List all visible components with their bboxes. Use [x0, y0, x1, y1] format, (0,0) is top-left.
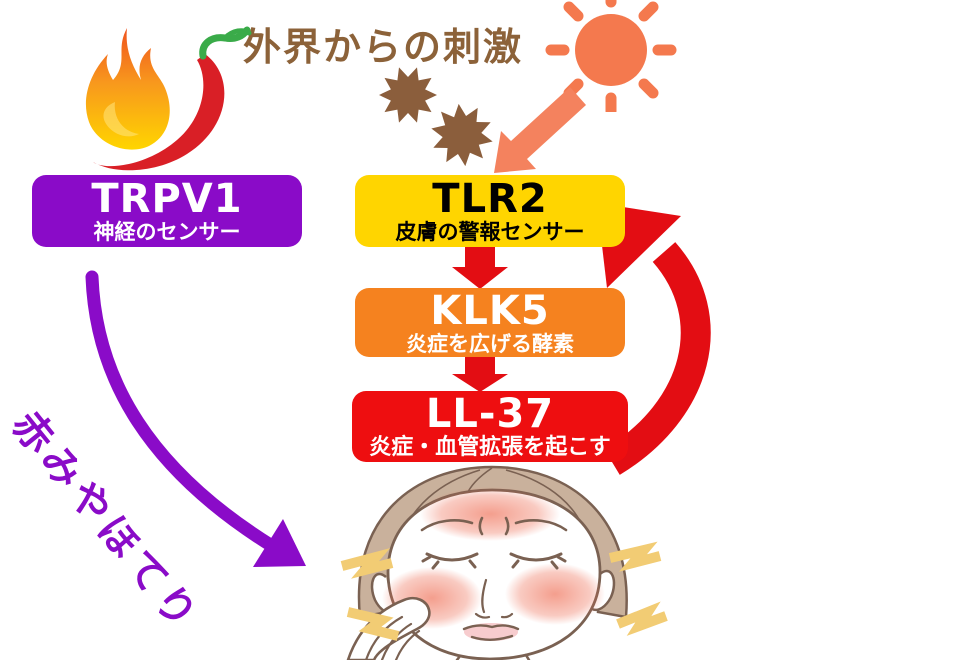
- irritant-burst-icon: [425, 99, 499, 171]
- neck: [455, 653, 531, 660]
- cheek-redness-right: [505, 563, 605, 625]
- page-title: 外界からの刺激: [243, 25, 524, 69]
- box-klk5-desc: 炎症を広げる酵素: [406, 331, 574, 356]
- chili-pepper-flame-icon: [85, 26, 252, 171]
- forehead-redness: [420, 487, 560, 541]
- flushed-face-illustration: [340, 465, 668, 660]
- box-tlr2-name: TLR2: [432, 176, 548, 223]
- box-tlr2-desc: 皮膚の警報センサー: [395, 220, 585, 245]
- box-tlr2: TLR2 皮膚の警報センサー: [355, 175, 625, 247]
- eyebrows: [420, 516, 568, 536]
- box-trpv1: TRPV1 神経のセンサー: [32, 175, 302, 247]
- box-ll37: LL-37 炎症・血管拡張を起こす: [352, 391, 628, 462]
- down-arrow-tlr2-klk5: [452, 247, 508, 289]
- box-ll37-name: LL-37: [425, 391, 555, 438]
- down-arrow-klk5-ll37: [452, 356, 508, 392]
- pepper-stem-leaf: [222, 28, 252, 41]
- stimulus-arrow: [494, 87, 586, 173]
- box-trpv1-desc: 神経のセンサー: [93, 220, 241, 245]
- irritation-sparks: [340, 541, 668, 641]
- closed-eyes: [421, 552, 567, 570]
- lips-fill: [464, 623, 518, 641]
- flame-inner-highlight: [103, 102, 139, 137]
- sun-core: [575, 14, 647, 86]
- pepper-body: [93, 54, 225, 171]
- redness-output-arrow: [85, 270, 306, 567]
- nose: [474, 578, 514, 619]
- box-klk5-name: KLK5: [430, 287, 550, 334]
- irritant-burst-icon: [379, 67, 437, 123]
- box-trpv1-name: TRPV1: [91, 176, 243, 223]
- box-klk5: KLK5 炎症を広げる酵素: [355, 288, 625, 357]
- mouth: [462, 624, 520, 641]
- box-ll37-desc: 炎症・血管拡張を起こす: [369, 435, 611, 461]
